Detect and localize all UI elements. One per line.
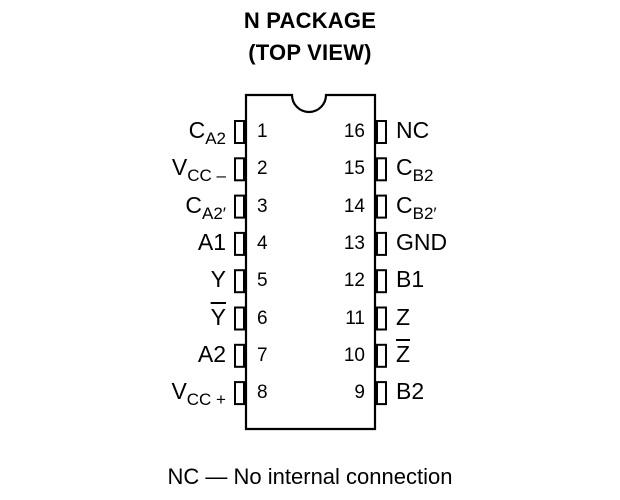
left-pin-lead <box>234 381 245 406</box>
right-pin-number: 15 <box>343 158 365 180</box>
left-pin-number: 1 <box>257 121 268 142</box>
right-pin-number: 10 <box>343 344 365 366</box>
right-pin-leads <box>376 120 387 406</box>
left-pin-lead <box>234 157 245 182</box>
right-pin-name: CB2′ <box>396 191 437 223</box>
left-pin-number: 6 <box>257 307 268 329</box>
right-pin-name: B2 <box>396 378 425 405</box>
right-pin-name: NC <box>396 117 430 143</box>
right-pin-name: GND <box>396 228 448 255</box>
right-pin-number: 12 <box>343 270 365 292</box>
left-pin-name: CA2 <box>188 117 226 148</box>
left-pin-name: Y <box>210 266 226 293</box>
left-pin-lead <box>234 120 245 144</box>
package-title: N PACKAGE <box>243 8 377 33</box>
view-subtitle: (TOP VIEW) <box>248 40 372 65</box>
right-pin-name: Z <box>396 303 411 330</box>
right-pin-lead <box>376 269 387 294</box>
left-pin-number: 2 <box>257 158 268 180</box>
left-pin-name: A1 <box>197 228 226 255</box>
right-pin-lead <box>376 343 387 368</box>
right-pin-number: 11 <box>345 307 365 329</box>
package-body <box>244 93 377 431</box>
footnote: NC — No internal connection <box>167 464 453 489</box>
right-pin-lead <box>376 120 387 144</box>
left-pin-number: 4 <box>257 232 268 254</box>
right-pin-lead <box>376 157 387 182</box>
left-pin-name: VCC + <box>171 378 226 410</box>
left-pin-name: VCC – <box>171 154 226 186</box>
right-pin-number: 16 <box>343 121 365 142</box>
left-pin-number: 3 <box>257 195 268 217</box>
right-pin-lead <box>376 381 387 406</box>
right-pin-lead <box>376 306 387 331</box>
left-pin-number: 7 <box>257 344 268 366</box>
right-pin-number: 13 <box>343 232 365 254</box>
right-pin-name: CB2 <box>396 154 434 186</box>
left-pin-name: Y <box>210 303 226 330</box>
left-pin-lead <box>234 306 245 331</box>
left-pin-lead <box>234 269 245 294</box>
right-pin-number: 9 <box>354 382 365 404</box>
left-pin-lead <box>234 343 245 368</box>
right-pin-number: 14 <box>343 195 365 217</box>
left-pin-leads <box>234 120 245 406</box>
left-pin-name: A2 <box>197 340 226 367</box>
right-pin-lead <box>376 231 387 256</box>
left-pin-lead <box>234 194 245 219</box>
left-pin-name: CA2′ <box>185 191 226 223</box>
left-pin-number: 8 <box>257 382 268 404</box>
left-pin-number: 5 <box>257 270 268 292</box>
right-pin-name: Z <box>396 340 411 367</box>
right-pin-name: B1 <box>396 266 425 293</box>
right-pin-lead <box>376 194 387 219</box>
left-pin-lead <box>234 231 245 256</box>
